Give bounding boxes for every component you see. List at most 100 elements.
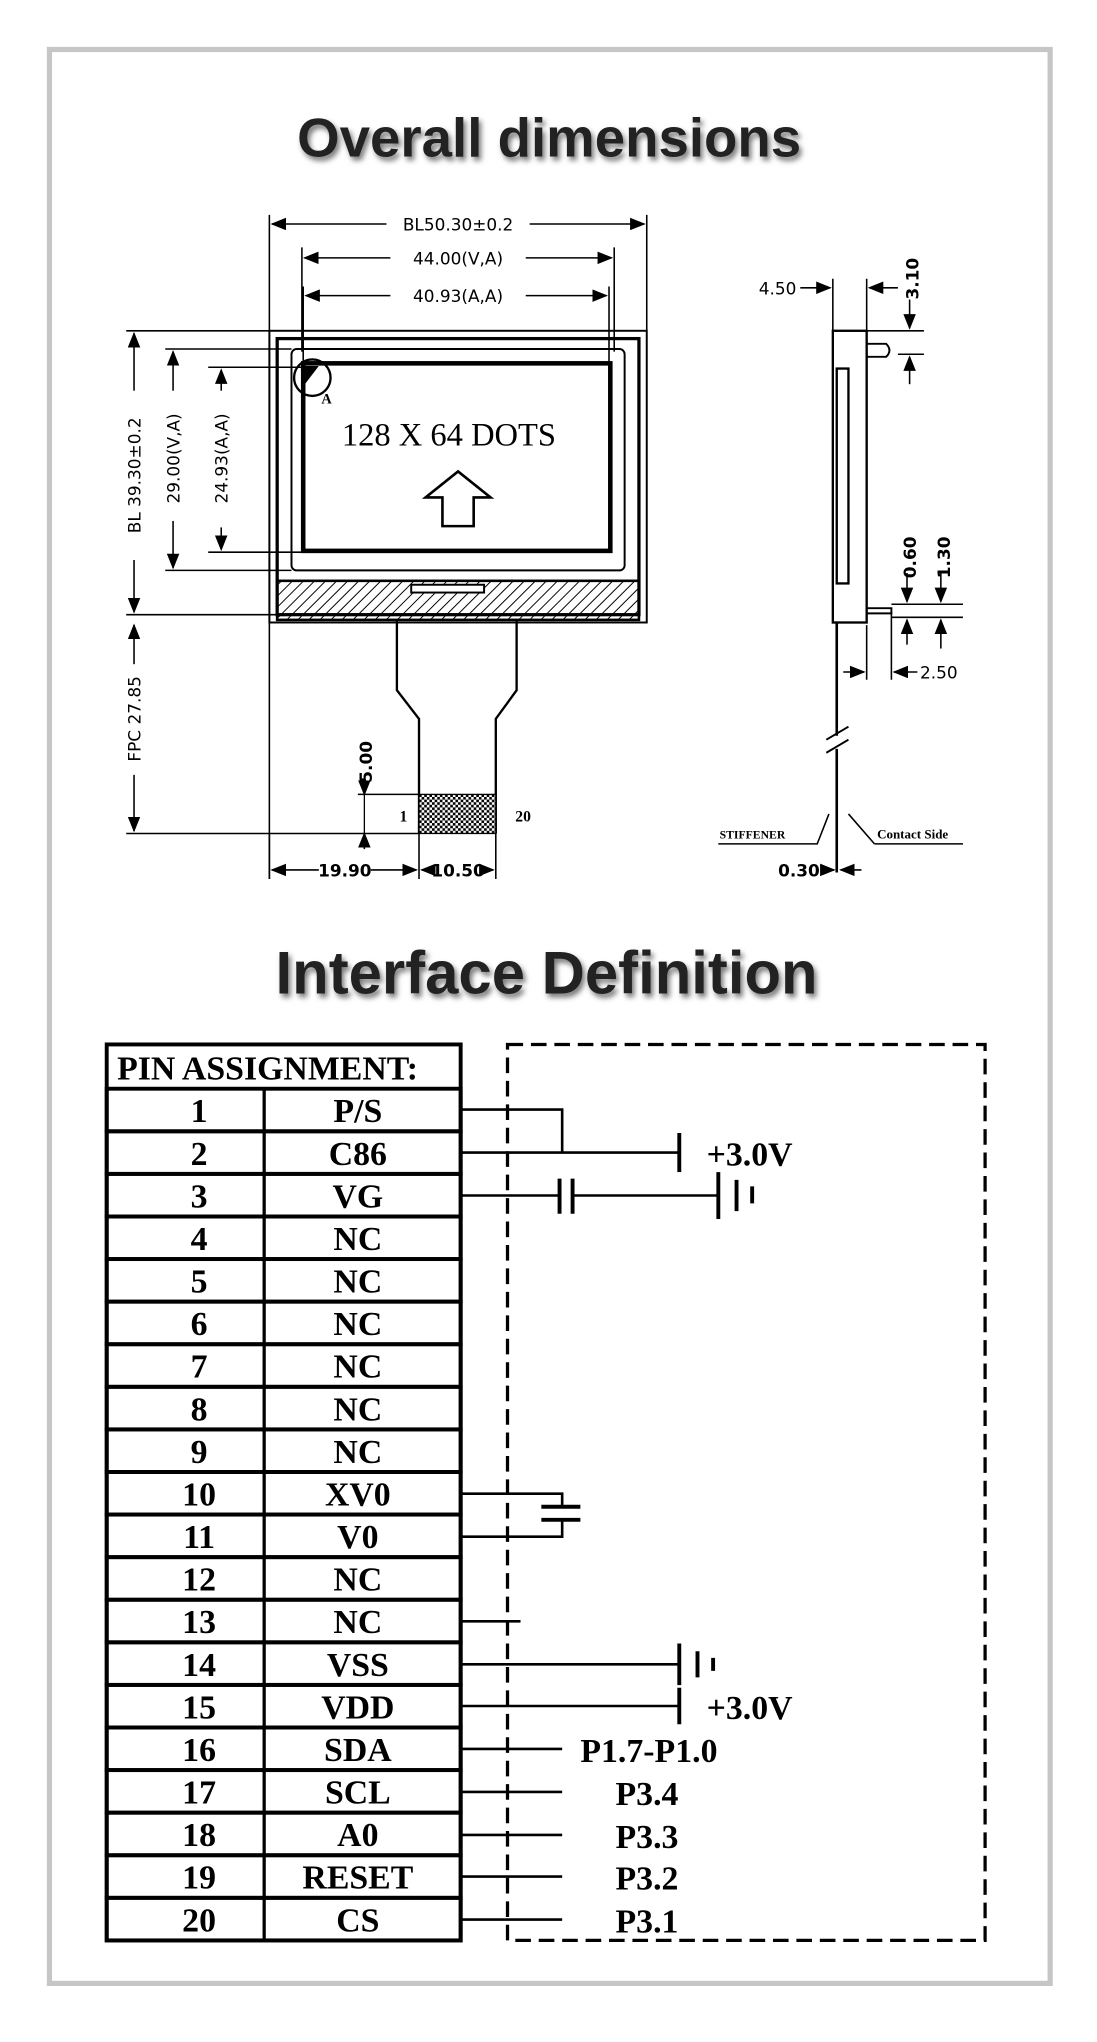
svg-text:29.00(V,A): 29.00(V,A)	[164, 413, 184, 503]
row-border	[104, 1214, 463, 1262]
row-border	[104, 1171, 463, 1219]
pin-name: VSS	[327, 1647, 389, 1684]
row-border	[104, 1597, 463, 1645]
svg-text:44.00(V,A): 44.00(V,A)	[413, 248, 503, 268]
dim-fpc-offset: 19.90	[270, 860, 418, 880]
pin-name: NC	[333, 1562, 382, 1599]
pin-number: 6	[191, 1306, 208, 1343]
svg-text:19.90: 19.90	[318, 860, 371, 880]
pin-number: 5	[191, 1264, 208, 1301]
pin-name: NC	[333, 1604, 382, 1641]
front-view: BL50.30±0.2 44.00(V,A) 40.93(A,A) A 128 …	[125, 215, 648, 880]
pin-name: NC	[333, 1349, 382, 1386]
row-border	[104, 1555, 463, 1602]
pin-number: 15	[182, 1689, 216, 1726]
table-header: PIN ASSIGNMENT:	[117, 1051, 418, 1088]
row-border	[104, 1470, 463, 1517]
scl-port-label: P3.4	[616, 1776, 679, 1813]
dim-aa-width: 40.93(A,A)	[304, 286, 608, 306]
pin-number: 10	[182, 1476, 216, 1513]
fpc-contacts	[418, 793, 497, 835]
table-row: 8 NC	[104, 1384, 463, 1432]
pin-name: XV0	[325, 1476, 391, 1513]
row-border	[104, 1086, 463, 1134]
pin-name: NC	[333, 1264, 382, 1301]
cs-port-label: P3.1	[616, 1904, 679, 1941]
pin-name: NC	[333, 1391, 382, 1428]
table-row: 16 SDA	[104, 1725, 463, 1773]
svg-text:0.60: 0.60	[900, 537, 920, 579]
circuit-labels: +3.0V +3.0V P1.7-P1.0 P3.4 P3.3 P3.2 P3.…	[580, 1137, 793, 1941]
svg-text:Contact Side: Contact Side	[877, 827, 948, 842]
table-row: 20 CS	[104, 1895, 463, 1943]
svg-text:5.00: 5.00	[356, 741, 376, 783]
reset-port-label: P3.2	[616, 1861, 679, 1898]
pin-number: 11	[183, 1519, 215, 1556]
pin-name: VG	[332, 1178, 383, 1215]
pin-number: 8	[191, 1391, 208, 1428]
pin-number: 20	[182, 1902, 216, 1939]
row-border	[104, 1768, 463, 1815]
table-row: 10 XV0	[104, 1470, 463, 1517]
pin-number: 2	[191, 1136, 208, 1173]
row-border	[104, 1257, 463, 1304]
pin-name: CS	[336, 1902, 379, 1939]
svg-text:A: A	[321, 392, 332, 408]
svg-text:40.93(A,A): 40.93(A,A)	[413, 286, 503, 306]
fpc-outline	[395, 619, 518, 834]
table-row: 5 NC	[104, 1257, 463, 1304]
svg-text:24.93(A,A): 24.93(A,A)	[212, 413, 232, 503]
svg-text:2.50: 2.50	[920, 662, 958, 682]
table-row: 15 VDD	[104, 1682, 463, 1730]
svg-text:1: 1	[399, 809, 407, 826]
dim-fpc-length: FPC 27.85	[125, 623, 145, 833]
display-resolution: 128 X 64 DOTS	[342, 417, 556, 453]
svg-text:10.50: 10.50	[431, 860, 484, 880]
row-border	[104, 1810, 463, 1858]
row-border	[104, 1384, 463, 1432]
dim-bl-width: BL50.30±0.2	[270, 215, 646, 235]
row-border	[104, 1299, 463, 1347]
vcc-label-top: +3.0V	[707, 1137, 794, 1174]
pin-number: 16	[182, 1732, 216, 1769]
pin-name: V0	[337, 1519, 378, 1556]
row-border	[104, 1640, 463, 1687]
table-row: 13 NC	[104, 1597, 463, 1645]
row-border	[104, 1895, 463, 1943]
row-border	[104, 1725, 463, 1773]
row-border	[104, 1129, 463, 1176]
dim-va-width: 44.00(V,A)	[302, 248, 614, 268]
side-view: 4.50 3.10 0.60 1.30 2.50 STIFFENER Conta…	[718, 258, 963, 880]
svg-text:3.10: 3.10	[903, 258, 923, 300]
pin-number: 19	[182, 1860, 216, 1897]
svg-text:BL50.30±0.2: BL50.30±0.2	[403, 215, 513, 235]
svg-text:1.30: 1.30	[934, 537, 954, 579]
a0-port-label: P3.3	[616, 1819, 679, 1856]
sda-port-label: P1.7-P1.0	[580, 1733, 717, 1770]
pin-number: 13	[182, 1604, 216, 1641]
pin-number: 17	[182, 1775, 216, 1812]
pin-name: VDD	[321, 1689, 394, 1726]
pin-name: RESET	[302, 1860, 413, 1897]
dim-bl-height: BL 39.30±0.2	[125, 331, 145, 614]
row-border	[104, 1427, 463, 1474]
pin-number: 7	[191, 1349, 208, 1386]
overall-title: Overall dimensions	[297, 107, 801, 168]
pin-name: SCL	[325, 1775, 391, 1812]
svg-text:20: 20	[515, 809, 531, 826]
pin-number: 18	[182, 1817, 216, 1854]
vcc-label-bottom: +3.0V	[707, 1690, 794, 1727]
row-border	[104, 1342, 463, 1389]
pin-name: SDA	[324, 1732, 392, 1769]
pin-name: NC	[333, 1434, 382, 1471]
